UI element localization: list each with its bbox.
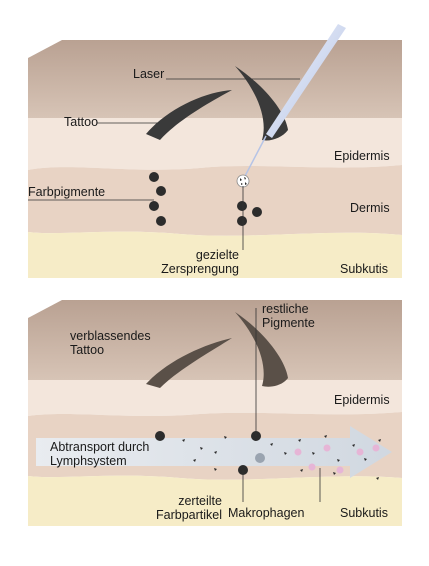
laser-beam [266, 24, 346, 138]
label-farbpigmente: Farbpigmente [28, 185, 106, 199]
leader-lines-bottom [242, 308, 321, 502]
label-zerteilte-2: Farbpartikel [156, 508, 222, 522]
pigment-dot [149, 201, 159, 211]
pigment-dot [156, 216, 166, 226]
label-restliche-2: Pigmente [262, 316, 315, 330]
label-epidermis-bottom: Epidermis [334, 393, 390, 407]
pigment-dot [155, 431, 165, 441]
subkutis-layer-bottom [28, 475, 402, 526]
faded-tattoo-right [235, 312, 288, 387]
label-verblassendes-2: Tattoo [70, 343, 105, 357]
label-makrophagen: Makrophagen [228, 506, 305, 520]
label-abtransport-1: Abtransport durch [50, 440, 150, 454]
label-verblassendes-1: verblassendes [70, 329, 151, 343]
label-subkutis-top: Subkutis [340, 262, 388, 276]
particles [182, 435, 381, 480]
pigment-dot [255, 453, 265, 463]
subkutis-layer-top [28, 231, 402, 278]
epidermis-layer-top [28, 118, 402, 170]
dermis-layer-top [28, 165, 402, 236]
label-abtransport-2: Lymphsystem [50, 454, 127, 468]
tattoo-shape-left [146, 90, 232, 140]
label-subkutis-bottom: Subkutis [340, 506, 388, 520]
epidermis-layer-bottom [28, 380, 402, 416]
top-panel [28, 24, 402, 278]
skin-surface-bottom [28, 300, 402, 380]
pigment-dots-left [149, 172, 166, 226]
label-epidermis-top: Epidermis [334, 149, 390, 163]
label-restliche-1: restliche [262, 302, 309, 316]
pigment-dot [156, 186, 166, 196]
pigment-dot [237, 216, 247, 226]
bottom-panel [28, 300, 402, 526]
faded-tattoo-left [146, 338, 232, 388]
macrophages [294, 444, 380, 474]
label-tattoo: Tattoo [64, 115, 99, 129]
label-zerteilte-1: zerteilte [178, 494, 222, 508]
pigment-dot [237, 201, 247, 211]
pigment-dot [149, 172, 159, 182]
shattered-pigment [236, 174, 250, 188]
label-dermis: Dermis [350, 201, 390, 215]
pigment-dots-right [237, 201, 262, 226]
laser-beam-ray [243, 135, 267, 179]
label-gezielte-2: Zersprengung [161, 262, 239, 276]
label-laser: Laser [133, 67, 165, 81]
label-gezielte-1: gezielte [195, 248, 239, 262]
pigment-dot [252, 207, 262, 217]
leader-lines-top [28, 78, 300, 250]
